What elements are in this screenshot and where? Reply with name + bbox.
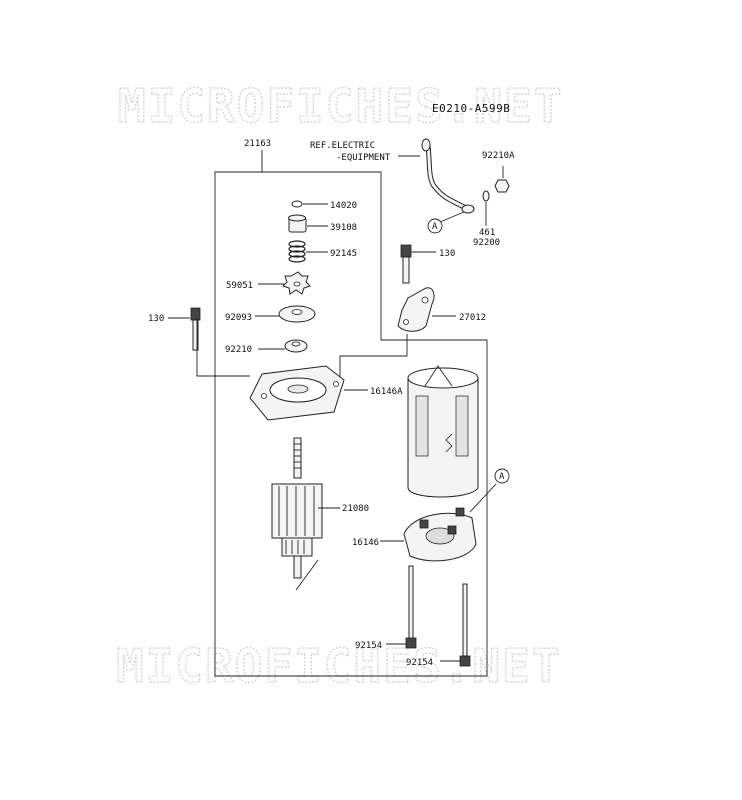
armature-21080 xyxy=(271,437,340,591)
label-16146A: 16146A xyxy=(370,387,403,397)
bracket-27012 xyxy=(339,287,456,378)
label-21080: 21080 xyxy=(342,504,369,514)
part-14020 xyxy=(291,200,328,208)
label-92154-b: 92154 xyxy=(406,658,433,668)
part-92093-washer xyxy=(255,305,316,323)
label-16146: 16146 xyxy=(352,538,379,548)
ref-electric-cable xyxy=(398,138,475,223)
diagram-code: E0210-A599B xyxy=(432,102,510,115)
label-21163: 21163 xyxy=(244,139,271,149)
brush-holder-16146 xyxy=(380,483,497,562)
label-27012: 27012 xyxy=(459,313,486,323)
svg-text:A: A xyxy=(499,472,505,482)
label-461: 461 xyxy=(479,228,495,238)
label-ref-electric: REF.ELECTRIC xyxy=(310,141,375,151)
part-59051-pinion-gear xyxy=(258,271,311,295)
svg-text:A: A xyxy=(432,222,438,232)
watermark-top: MICROFICHES.NET xyxy=(118,79,563,133)
motor-housing-yoke xyxy=(407,365,479,498)
bolt-130-right xyxy=(400,244,436,284)
callout-a-top: A xyxy=(427,218,443,234)
bolt-130-left xyxy=(168,307,201,351)
watermark-bottom: MICROFICHES.NET xyxy=(116,639,561,693)
label-130-left: 130 xyxy=(148,314,164,324)
label-92093: 92093 xyxy=(225,313,252,323)
part-92210-nut xyxy=(258,339,308,353)
end-cover-16146A xyxy=(196,318,368,421)
label-92210: 92210 xyxy=(225,345,252,355)
label-14020: 14020 xyxy=(330,201,357,211)
label-92154-a: 92154 xyxy=(355,641,382,651)
label-39108: 39108 xyxy=(330,223,357,233)
nut-92210A xyxy=(494,166,510,193)
label-92200: 92200 xyxy=(473,238,500,248)
through-bolt-92154-b xyxy=(440,583,471,667)
label-92145: 92145 xyxy=(330,249,357,259)
assembly-frame xyxy=(214,150,488,677)
label-92210A: 92210A xyxy=(482,151,515,161)
through-bolt-92154-a xyxy=(386,565,417,649)
label-130-right: 130 xyxy=(439,249,455,259)
callout-a-right: A xyxy=(494,468,510,484)
label-59051: 59051 xyxy=(226,281,253,291)
washer-461 xyxy=(482,190,490,226)
label-ref-equipment: -EQUIPMENT xyxy=(336,153,391,163)
part-39108 xyxy=(288,214,328,233)
part-92145-spring xyxy=(288,240,328,263)
